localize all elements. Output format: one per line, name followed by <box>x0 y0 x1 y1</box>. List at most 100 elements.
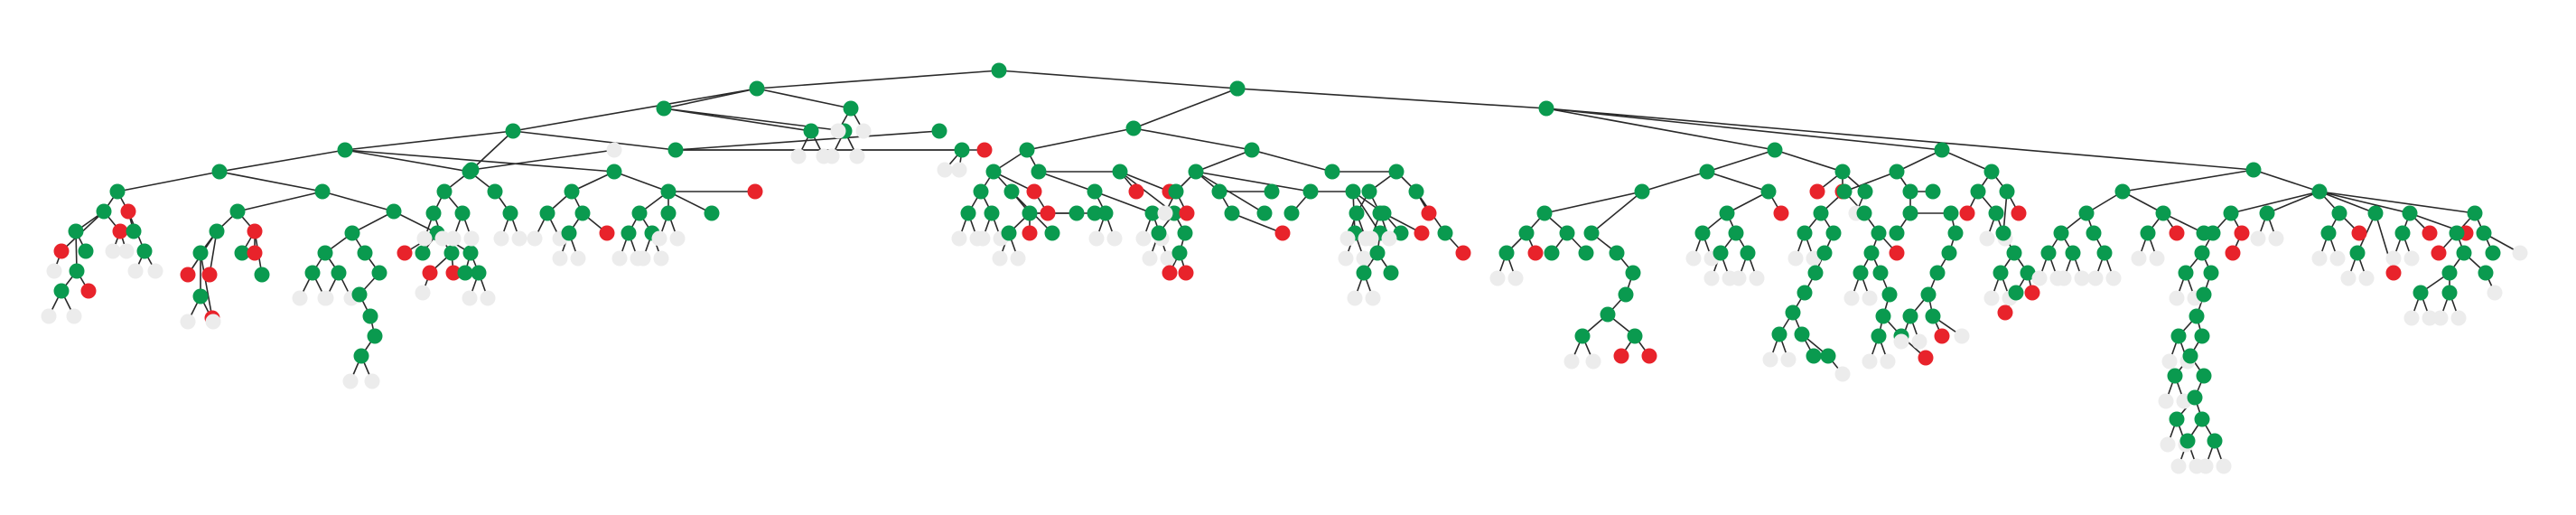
tree-node-leaf <box>2158 393 2174 409</box>
tree-node-green <box>2441 285 2458 301</box>
tree-node-red <box>180 267 196 283</box>
tree-node-leaf <box>2512 245 2528 261</box>
tree-edge <box>512 88 758 132</box>
tree-node-green <box>1993 265 2009 281</box>
tree-node-leaf <box>292 290 308 306</box>
tree-edge <box>1545 108 1943 151</box>
tree-edge <box>2319 191 2376 214</box>
tree-edge <box>1231 212 1283 234</box>
tree-node-leaf <box>1338 250 1354 267</box>
tree-node-green <box>991 62 1007 79</box>
tree-node-leaf <box>951 230 967 247</box>
tree-node-green <box>803 123 819 139</box>
tree-edge <box>512 130 677 151</box>
tree-node-green <box>1856 205 1872 221</box>
tree-node-green <box>1816 245 1833 261</box>
tree-node-green <box>1125 120 1142 136</box>
tree-node-leaf <box>66 308 82 324</box>
tree-node-green <box>2476 225 2492 241</box>
tree-node-green <box>1177 225 1193 241</box>
tree-node-green <box>1857 183 1873 200</box>
tree-edge <box>1545 108 1776 151</box>
tree-edge <box>1774 149 1843 173</box>
tree-node-leaf <box>318 290 334 306</box>
tree-node-green <box>1302 183 1319 200</box>
tree-node-green <box>2178 265 2194 281</box>
tree-node-red <box>1527 245 1544 261</box>
tree-edge <box>117 171 220 192</box>
tree-node-leaf <box>2311 250 2328 267</box>
tree-node-leaf <box>2487 285 2503 301</box>
tree-node-green <box>1600 306 1616 323</box>
tree-edge <box>393 211 438 234</box>
tree-node-green <box>1112 164 1128 180</box>
tree-node-leaf <box>1749 270 1765 286</box>
tree-node-red <box>397 245 413 261</box>
tree-node-green <box>2182 348 2198 364</box>
tree-node-leaf <box>1954 328 1970 344</box>
tree-node-green <box>1559 225 1575 241</box>
tree-node-green <box>443 245 460 261</box>
tree-edge <box>1896 149 1943 173</box>
tree-node-green <box>1538 100 1554 117</box>
tree-node-green <box>631 205 648 221</box>
tree-node-green <box>386 203 402 220</box>
tree-node-green <box>457 265 473 281</box>
tree-node-green <box>704 205 720 221</box>
tree-node-green <box>1941 245 1957 261</box>
tree-node-green <box>211 164 228 180</box>
tree-node-green <box>1902 205 1918 221</box>
tree-node-green <box>1244 142 1260 158</box>
tree-node-green <box>1087 183 1103 200</box>
tree-node-green <box>353 348 369 364</box>
tree-node-green <box>2189 308 2205 324</box>
tree-node-green <box>561 225 577 241</box>
tree-node-leaf <box>147 263 163 279</box>
tree-node-green <box>2065 245 2081 261</box>
tree-node-green <box>2367 205 2384 221</box>
tree-node-green <box>331 265 347 281</box>
tree-node-red <box>80 283 97 299</box>
tree-node-green <box>362 308 378 324</box>
tree-edge <box>1706 149 1776 173</box>
tree-node-leaf <box>611 250 628 267</box>
tree-edge <box>1641 171 1708 192</box>
tree-node-leaf <box>480 290 496 306</box>
tree-node-green <box>1229 80 1246 97</box>
tree-edge <box>1591 191 1643 234</box>
tree-edge <box>1119 171 1171 192</box>
tree-node-green <box>1001 225 1017 241</box>
tree-node-red <box>1641 348 1657 364</box>
tree-node-green <box>1920 286 1937 303</box>
tree-node-green <box>1872 265 1889 281</box>
tree-edge <box>756 70 1000 89</box>
tree-edge <box>1941 149 1993 173</box>
tree-node-leaf <box>2385 250 2402 267</box>
tree-node-green <box>656 100 672 117</box>
tree-node-red <box>2431 245 2447 261</box>
tree-edge <box>1544 191 1643 214</box>
tree-node-red <box>1959 205 1975 221</box>
tree-node-green <box>1388 164 1405 180</box>
tree-node-green <box>1794 326 1810 342</box>
tree-node-green <box>314 183 331 200</box>
tree-node-green <box>1947 225 1964 241</box>
tree-node-red <box>1162 265 1178 281</box>
tree-node-green <box>1171 245 1188 261</box>
tree-edge <box>1038 171 1096 192</box>
tree-node-green <box>2078 205 2095 221</box>
tree-node-leaf <box>651 230 667 247</box>
tree-node-red <box>53 243 70 259</box>
tree-node-green <box>1728 225 1744 241</box>
tree-node-green <box>1871 328 1887 344</box>
tree-edge <box>675 130 940 151</box>
tree-node-leaf <box>2216 458 2232 474</box>
tree-node-red <box>1997 304 2013 321</box>
tree-node-leaf <box>416 230 433 247</box>
tree-node-red <box>1026 183 1042 200</box>
tree-node-red <box>2024 285 2040 301</box>
tree-node-red <box>445 265 462 281</box>
tree-node-green <box>1361 183 1377 200</box>
tree-edge <box>667 191 713 214</box>
tree-node-green <box>1283 205 1300 221</box>
